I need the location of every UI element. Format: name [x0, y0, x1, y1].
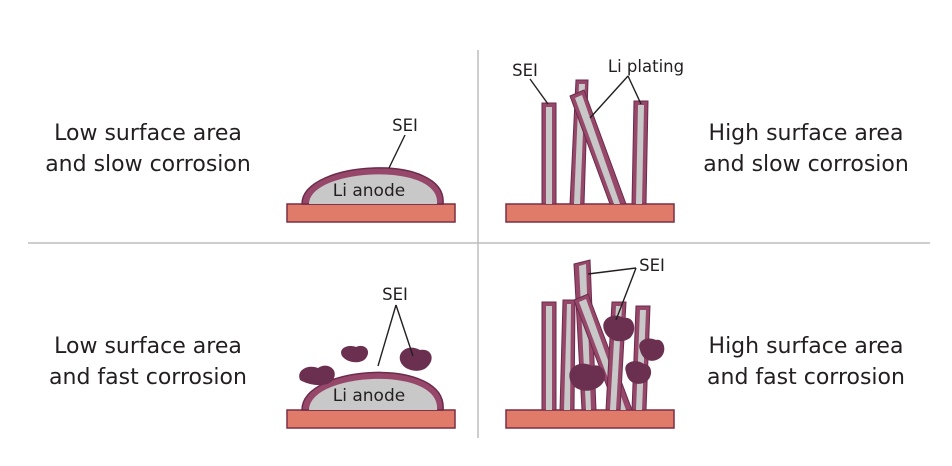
tr-label-line1: High surface area [709, 121, 904, 146]
tr-sei-pointer [529, 78, 549, 105]
tr-dendrite-3 [569, 89, 627, 205]
bl-label-line2: and fast corrosion [49, 365, 247, 390]
br-sei-pointer-1 [587, 267, 637, 275]
quadrant-bottom-right: High surface area and fast corrosion [505, 256, 905, 429]
br-sei-label: SEI [639, 256, 665, 275]
br-dendrite-1 [541, 301, 557, 411]
quadrant-top-right: High surface area and slow corrosion SEI… [505, 57, 909, 223]
bl-substrate [286, 409, 456, 429]
tl-substrate [286, 203, 456, 223]
tr-plating-pointer-1 [589, 75, 629, 119]
br-corrosion-blob-1 [569, 363, 606, 391]
tr-plating-pointer-2 [627, 75, 642, 105]
bl-corrosion-blob-2 [341, 345, 369, 363]
quadrant-bottom-left: Low surface area and fast corrosion Li a… [49, 285, 456, 429]
tr-plating-label: Li plating [608, 57, 684, 76]
tl-label-line2: and slow corrosion [45, 152, 251, 177]
bl-label-line1: Low surface area [54, 334, 242, 359]
tl-li-anode [309, 174, 438, 204]
bl-corrosion-blob-3 [399, 347, 432, 371]
br-corrosion-blob-3 [639, 338, 665, 361]
br-label-line1: High surface area [709, 334, 904, 359]
bl-anode-label: Li anode [333, 386, 405, 406]
tr-substrate [505, 203, 675, 223]
bl-li-anode [309, 378, 438, 410]
quadrant-top-left: Low surface area and slow corrosion Li a… [45, 116, 456, 223]
tr-label-line2: and slow corrosion [703, 152, 909, 177]
tl-sei-pointer [388, 134, 406, 169]
bl-corrosion-blob-1 [299, 365, 335, 386]
br-substrate [505, 409, 675, 429]
br-dendrite-2 [559, 299, 576, 411]
tr-dendrite-4 [631, 100, 649, 205]
bl-sei-label: SEI [382, 285, 408, 304]
br-corrosion-blob-2 [603, 315, 635, 342]
br-sei-pointer-2 [615, 267, 637, 321]
tl-label-line1: Low surface area [54, 121, 242, 146]
tl-sei-label: SEI [392, 116, 418, 135]
tl-anode-label: Li anode [333, 181, 405, 201]
bl-sei-pointer-1 [377, 304, 397, 367]
tr-dendrite-1 [541, 102, 557, 205]
br-dendrite-6 [631, 305, 651, 411]
br-label-line2: and fast corrosion [707, 365, 905, 390]
bl-sei-pointer-2 [395, 304, 414, 357]
tr-sei-label: SEI [512, 61, 538, 80]
br-corrosion-blob-4 [625, 361, 652, 384]
